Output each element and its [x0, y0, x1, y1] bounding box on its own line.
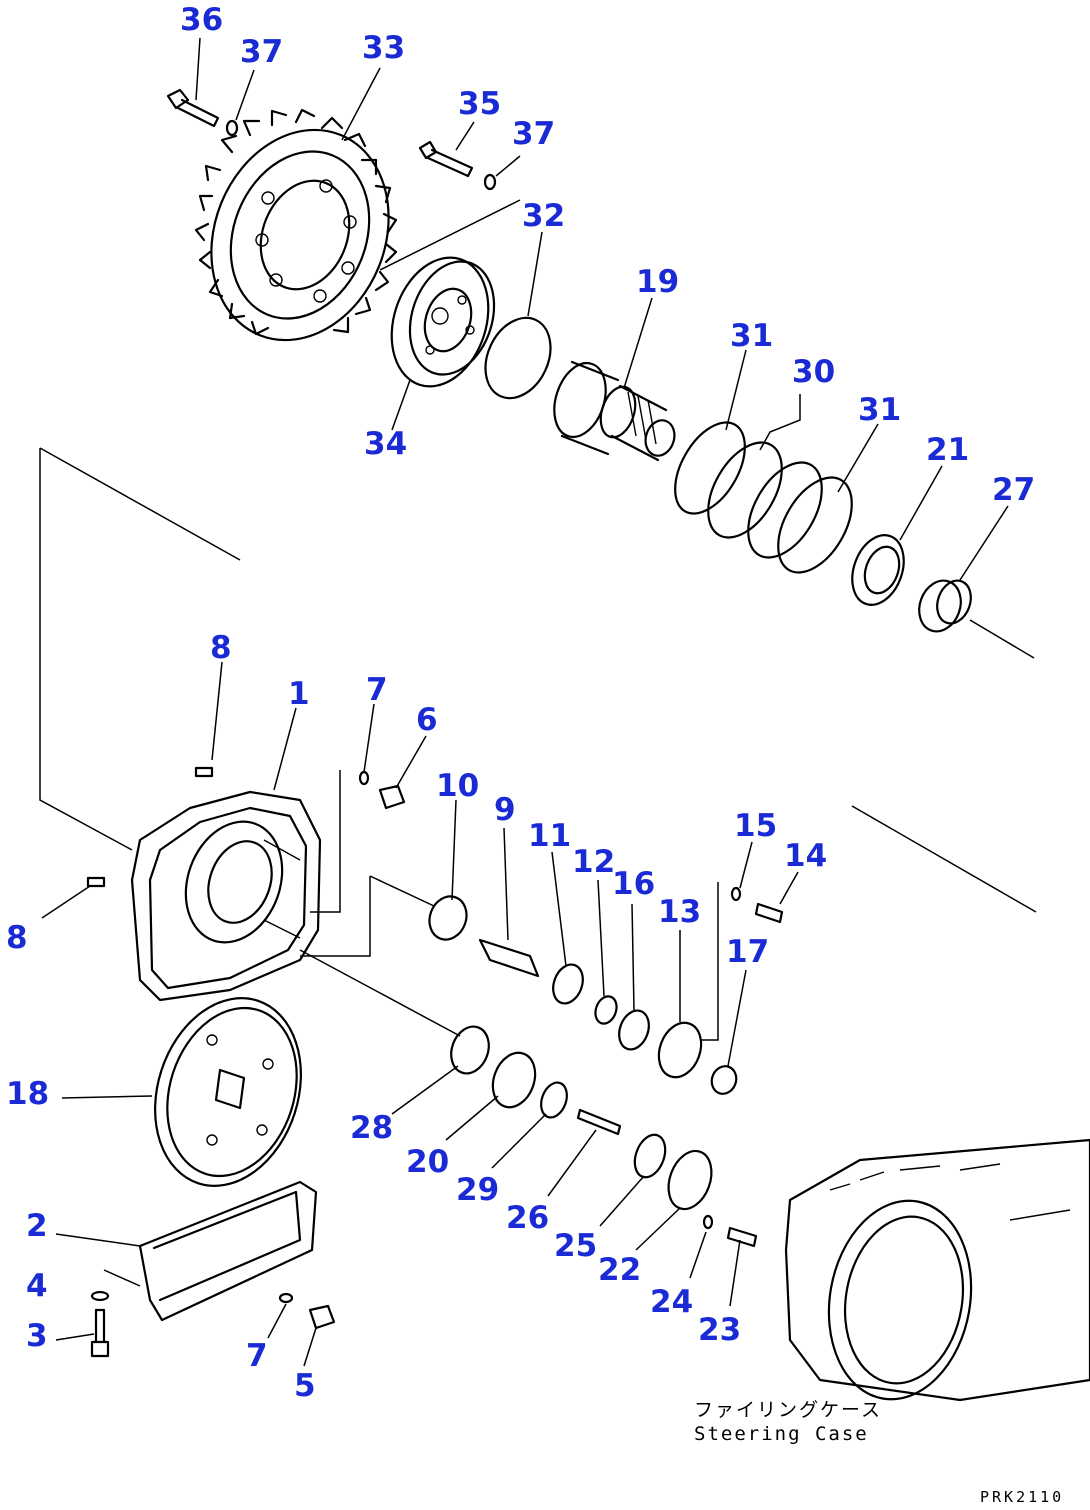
- bottom-cover-part: [138, 1180, 318, 1322]
- callout-16: 16: [612, 866, 655, 902]
- callout-32: 32: [522, 198, 565, 234]
- callout-28: 28: [350, 1110, 393, 1146]
- callout-8: 8: [210, 630, 232, 666]
- shaft-part: [553, 360, 676, 462]
- callout-23: 23: [698, 1312, 741, 1348]
- final-drive-case-part: [130, 790, 322, 1002]
- callout-24: 24: [650, 1284, 693, 1320]
- callout-22: 22: [598, 1252, 641, 1288]
- callout-4: 4: [26, 1268, 48, 1304]
- callout-29: 29: [456, 1172, 499, 1208]
- callout-5: 5: [294, 1368, 316, 1404]
- dowel-pin-part: [86, 876, 106, 888]
- callout-labels: 36 37 33 35 37 32 19 31 30 31 21 27 34 8…: [6, 2, 1035, 1404]
- callout-7: 7: [366, 672, 388, 708]
- plug-o-ring-part: [358, 770, 370, 786]
- callout-17: 17: [726, 934, 769, 970]
- callout-21: 21: [926, 432, 969, 468]
- callout-15: 15: [734, 808, 777, 844]
- bearing-cup-part: [918, 579, 972, 633]
- callout-20: 20: [406, 1144, 449, 1180]
- callout-12: 12: [572, 844, 615, 880]
- callout-14: 14: [784, 838, 827, 874]
- dowel-pin-part: [194, 766, 214, 778]
- pinion-assembly-parts: [428, 886, 784, 1095]
- callout-2: 2: [26, 1208, 48, 1244]
- leader-lines: [39, 37, 1037, 1367]
- hub-part: [390, 256, 496, 388]
- callout-31: 31: [858, 392, 901, 428]
- cover-bolt-part: [90, 1290, 110, 1358]
- callout-10: 10: [436, 768, 479, 804]
- callout-9: 9: [494, 792, 516, 828]
- steering-case-reference: [784, 1138, 1090, 1402]
- callout-6: 6: [416, 702, 438, 738]
- callout-27: 27: [992, 472, 1035, 508]
- sprocket-bolt-part: [166, 88, 220, 128]
- callout-7: 7: [246, 1338, 268, 1374]
- steering-case-caption-en: Steering Case: [694, 1423, 869, 1445]
- callout-37: 37: [240, 34, 283, 70]
- level-plug-part: [378, 784, 406, 810]
- steering-case-caption-jp: ファイリングケース: [694, 1399, 882, 1421]
- o-ring-part: [484, 316, 552, 400]
- callout-25: 25: [554, 1228, 597, 1264]
- callout-8: 8: [6, 920, 28, 956]
- callout-37: 37: [512, 116, 555, 152]
- drawing-code: PRK2110: [980, 1488, 1064, 1506]
- bearing-part: [851, 534, 905, 606]
- washer-part: [225, 119, 239, 137]
- callout-36: 36: [180, 2, 223, 38]
- callout-19: 19: [636, 264, 679, 300]
- cover-assembly-parts: [450, 1025, 758, 1248]
- callout-34: 34: [364, 426, 407, 462]
- plug-o-ring-part: [278, 1292, 294, 1304]
- callout-13: 13: [658, 894, 701, 930]
- drain-plug-part: [308, 1304, 336, 1330]
- ring-gear-part: [154, 997, 302, 1187]
- callout-1: 1: [288, 676, 310, 712]
- callout-18: 18: [6, 1076, 49, 1112]
- callout-31: 31: [730, 318, 773, 354]
- callout-3: 3: [26, 1318, 48, 1354]
- callout-35: 35: [458, 86, 501, 122]
- hub-bolt-part: [418, 140, 497, 191]
- callout-11: 11: [528, 818, 571, 854]
- callout-26: 26: [506, 1200, 549, 1236]
- callout-33: 33: [362, 30, 405, 66]
- callout-30: 30: [792, 354, 835, 390]
- sprocket-part: [194, 108, 398, 342]
- seal-ring-set-part: [674, 421, 853, 574]
